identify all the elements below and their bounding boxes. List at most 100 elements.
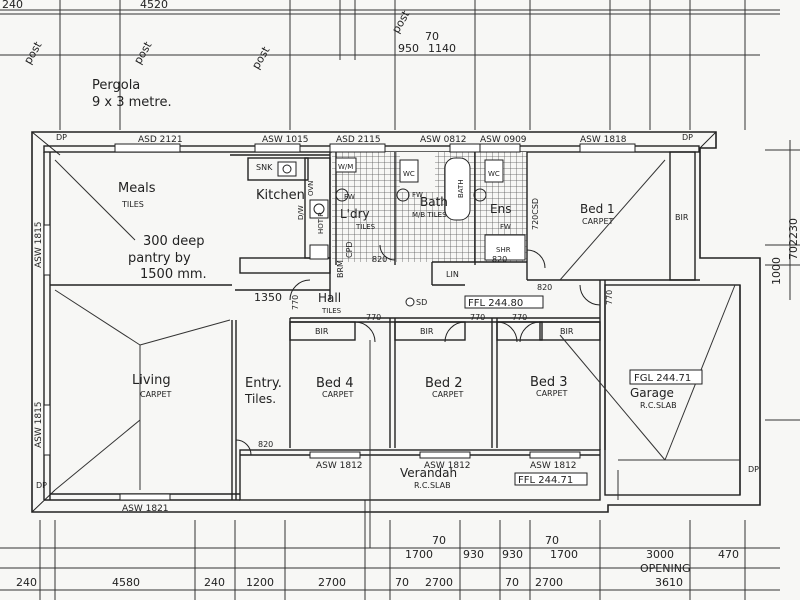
- room-entry-floor: Tiles.: [244, 392, 276, 406]
- window-asw1815-upper: ASW 1815: [34, 221, 44, 268]
- post-label: post: [389, 8, 412, 36]
- room-meals-floor: TILES: [121, 200, 144, 209]
- floor-levels: [464, 295, 703, 486]
- dim-upper-3000: 3000: [646, 548, 674, 561]
- fixture-sink: SNK: [256, 163, 273, 172]
- downpipe-3: DP: [36, 481, 47, 490]
- pergola-size: 9 x 3 metre.: [92, 95, 172, 110]
- fixture-shower: SHR: [496, 246, 511, 254]
- post-label: post: [21, 39, 44, 67]
- dim-240-top: 240: [2, 0, 23, 11]
- dim-lower-2700b: 2700: [425, 576, 453, 589]
- fixture-hotplate: HOT P: [317, 213, 325, 235]
- fixture-smoke-detector: SD: [416, 298, 427, 307]
- room-laundry-floor: TILES: [355, 223, 376, 231]
- door-770-bed2: 770: [470, 313, 485, 322]
- dim-lower-2700c: 2700: [535, 576, 563, 589]
- room-bed4-floor: CARPET: [322, 390, 353, 399]
- dim-upper-470: 470: [718, 548, 739, 561]
- top-dimensions: 240 4520 70 950 1140: [2, 0, 456, 55]
- room-bed3-floor: CARPET: [536, 389, 567, 398]
- fixture-shapes: [277, 157, 526, 307]
- room-bath-floor: M/B TILES: [412, 211, 447, 219]
- dim-upper-70a: 70: [432, 534, 446, 547]
- dim-70-top: 70: [425, 30, 439, 43]
- door-swings: [235, 244, 601, 456]
- level-fgl-garage: FGL 244.71: [634, 373, 691, 384]
- dim-lower-70b: 70: [505, 576, 519, 589]
- fixture-washing-machine: W/M: [338, 163, 353, 171]
- room-hall-floor: TILES: [321, 307, 342, 315]
- downpipe-1: DP: [56, 133, 67, 142]
- room-entry-name: Entry.: [245, 376, 282, 391]
- dim-lower-1200: 1200: [246, 576, 274, 589]
- dim-lower-3610: 3610: [655, 576, 683, 589]
- fixture-broom: BRM: [336, 260, 345, 278]
- pergola-posts: post post post post: [21, 8, 412, 72]
- dim-950: 950: [398, 42, 419, 55]
- window-asw1015: ASW 1015: [262, 135, 309, 145]
- bir-labels: BIR BIR BIR BIR: [315, 213, 689, 336]
- pantry-note-line-3: 1500 mm.: [140, 267, 207, 282]
- pantry-note-line-1: 300 deep: [143, 234, 204, 249]
- fixture-cupboard: CPD: [345, 241, 354, 258]
- room-verandah-floor: R.C.SLAB: [414, 481, 451, 490]
- door-820-ensuite: 820: [492, 255, 507, 264]
- window-asd2121: ASD 2121: [138, 135, 183, 145]
- dim-lower-240b: 240: [204, 576, 225, 589]
- dim-1140: 1140: [428, 42, 456, 55]
- window-marks: [43, 143, 636, 501]
- room-garage-floor: R.C.SLAB: [640, 401, 677, 410]
- room-ensuite-name: Ens: [490, 202, 511, 216]
- level-ffl-verandah: FFL 244.71: [518, 475, 573, 486]
- fixture-oven: OVN: [307, 181, 315, 196]
- room-verandah-name: Verandah: [400, 466, 457, 480]
- window-asw1821: ASW 1821: [122, 504, 169, 514]
- dim-4520-top: 4520: [140, 0, 168, 11]
- dim-lower-70a: 70: [395, 576, 409, 589]
- pergola-title: Pergola: [92, 78, 140, 93]
- room-kitchen-name: Kitchen: [256, 188, 305, 203]
- right-dimensions: 1000 702230: [770, 218, 800, 285]
- room-meals-name: Meals: [118, 181, 156, 196]
- room-hall-name: Hall: [318, 291, 341, 305]
- fixture-fw-1: FW: [344, 193, 355, 201]
- dim-upper-930a: 930: [463, 548, 484, 561]
- room-bed2-floor: CARPET: [432, 390, 463, 399]
- door-770-garage: 770: [605, 290, 614, 305]
- bottom-dimensions-upper: 70 70 1700 930 930 1700 3000 470 OPENING: [405, 534, 739, 575]
- level-ffl-hall: FFL 244.80: [468, 298, 523, 309]
- dim-opening-label: OPENING: [640, 562, 690, 575]
- room-bed2-name: Bed 2: [425, 376, 463, 391]
- door-820-laundry: 820: [372, 255, 387, 264]
- dim-1350: 1350: [254, 291, 282, 304]
- room-bath-name: Bath: [420, 195, 448, 209]
- fixture-dishwasher: D/W: [297, 205, 305, 220]
- fixture-bath: BATH: [457, 179, 465, 198]
- dim-1000-right: 1000: [770, 257, 783, 285]
- interior-walls: [50, 151, 741, 501]
- room-living-floor: CARPET: [140, 390, 171, 399]
- post-label: post: [249, 44, 272, 72]
- fixture-linen: LIN: [446, 270, 459, 279]
- window-asw1815-lower: ASW 1815: [34, 401, 44, 448]
- bottom-dimensions-lower: 240 4580 240 1200 2700 70 2700 70 2700 3…: [16, 576, 683, 589]
- window-asw1812-c: ASW 1812: [530, 461, 577, 471]
- fixture-wc-1: WC: [403, 170, 415, 178]
- dim-upper-930b: 930: [502, 548, 523, 561]
- room-bed3-name: Bed 3: [530, 375, 568, 390]
- fixture-labels: SNK D/W OVN HOT P W/M CPD BRM FW FW FW W…: [36, 133, 759, 490]
- window-asw0909: ASW 0909: [480, 135, 527, 145]
- bir-bed3: BIR: [560, 327, 574, 336]
- pantry-note-line-2: pantry by: [128, 251, 191, 266]
- downpipe-2: DP: [682, 133, 693, 142]
- dim-lower-240a: 240: [16, 576, 37, 589]
- window-asw1818: ASW 1818: [580, 135, 627, 145]
- dim-upper-70b: 70: [545, 534, 559, 547]
- door-770-bed4: 770: [366, 313, 381, 322]
- dim-lower-4580: 4580: [112, 576, 140, 589]
- room-bed1-name: Bed 1: [580, 202, 615, 216]
